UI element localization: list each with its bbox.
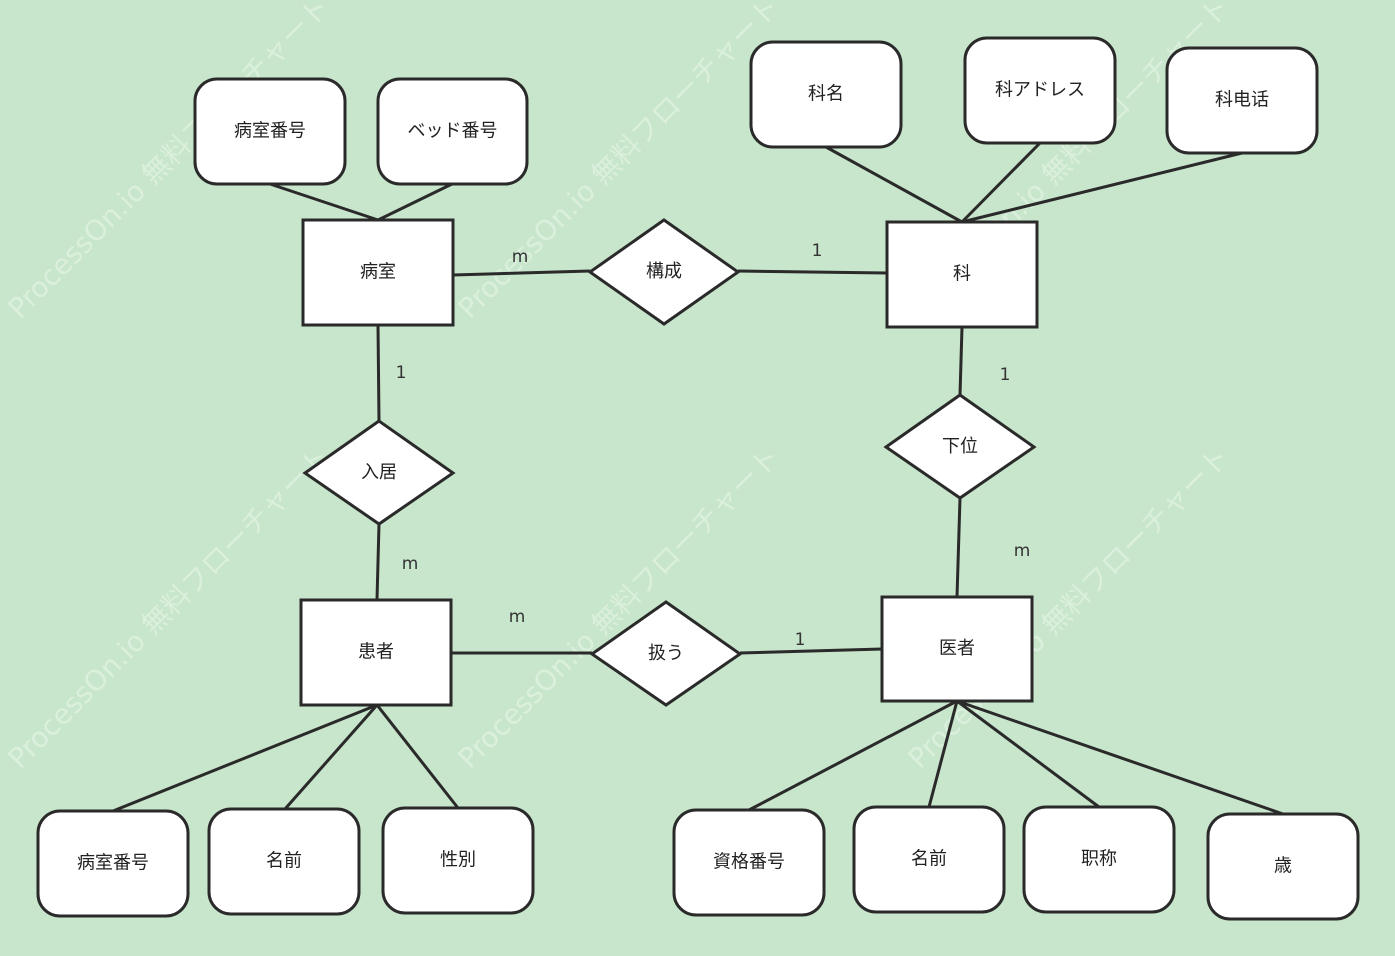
watermark: ProcessOn.io 無料フローチャート [2,440,337,775]
connector [956,699,1284,816]
attribute-label: 职称 [1081,849,1117,870]
connectors [112,141,1284,816]
connector [961,151,1243,224]
entity-label: 患者 [358,642,394,663]
connector [375,704,460,809]
attribute-dept-address[interactable]: 科アドレス [963,36,1117,145]
attribute-label: ベッド番号 [408,121,498,142]
attribute-patient-name[interactable]: 名前 [207,807,361,916]
attribute-label: 資格番号 [713,852,785,873]
attribute-doctor-title[interactable]: 职称 [1022,805,1176,914]
cardinality-label: m [509,607,526,627]
connector [737,269,888,275]
connector [283,704,379,810]
cardinality-label: 1 [795,630,806,650]
attribute-doctor-age[interactable]: 歳 [1206,812,1360,921]
relationship-label: 下位 [942,436,978,457]
cardinality-label: 1 [1000,365,1011,385]
attribute-patient-gender[interactable]: 性別 [381,806,535,915]
attribute-bed-number[interactable]: ベッド番号 [376,77,529,186]
attribute-patient-ward-number[interactable]: 病室番号 [36,809,190,918]
attribute-label: 名前 [911,849,947,870]
attribute-doctor-name[interactable]: 名前 [852,805,1006,914]
attribute-label: 科名 [808,84,844,105]
attribute-label: 病室番号 [234,121,306,142]
attribute-label: 科电话 [1215,90,1269,111]
watermark: ProcessOn.io 無料フローチャート [452,440,787,775]
relationship-label: 入居 [361,462,397,483]
relationship-label: 扱う [648,643,684,664]
connector [955,497,962,598]
connector [269,182,379,222]
cardinality-label: m [402,554,419,574]
connector [375,523,381,601]
entity-doctor[interactable]: 医者 [880,595,1034,703]
attribute-label: 性別 [440,850,476,871]
entity-ward[interactable]: 病室 [301,218,455,327]
entity-patient[interactable]: 患者 [299,598,453,707]
relationship-subordinate[interactable]: 下位 [883,393,1037,500]
connector [825,145,963,224]
attribute-label: 名前 [266,851,302,872]
attribute-dept-phone[interactable]: 科电话 [1165,46,1319,155]
attribute-doctor-license[interactable]: 資格番号 [672,808,826,917]
connector [377,182,453,222]
connector [376,324,381,422]
connector [960,141,1042,224]
connector [748,699,958,812]
attribute-label: 病室番号 [77,853,149,874]
attribute-label: 歳 [1274,856,1292,877]
attribute-dept-name[interactable]: 科名 [749,40,903,149]
entity-department[interactable]: 科 [885,220,1039,329]
attribute-label: 科アドレス [995,80,1085,101]
relationship-treat[interactable]: 扱う [589,600,743,707]
connector [956,699,1100,809]
entity-label: 科 [953,264,971,285]
cardinality-label: m [1014,541,1031,561]
relationship-label: 構成 [646,261,682,282]
cardinality-label: m [512,247,529,267]
connector [452,269,591,277]
attribute-ward-number[interactable]: 病室番号 [193,77,347,186]
cardinality-label: 1 [396,363,407,383]
relationship-admit[interactable]: 入居 [302,419,456,526]
connector [927,700,959,808]
connector [112,703,378,813]
entity-label: 病室 [360,262,396,283]
relationship-compose[interactable]: 構成 [587,218,741,326]
cardinality-label: 1 [812,241,823,261]
cardinalities: m 1 1 m 1 m m 1 [396,241,1031,650]
connector [958,326,964,396]
connector [739,647,883,655]
entity-label: 医者 [939,638,975,659]
